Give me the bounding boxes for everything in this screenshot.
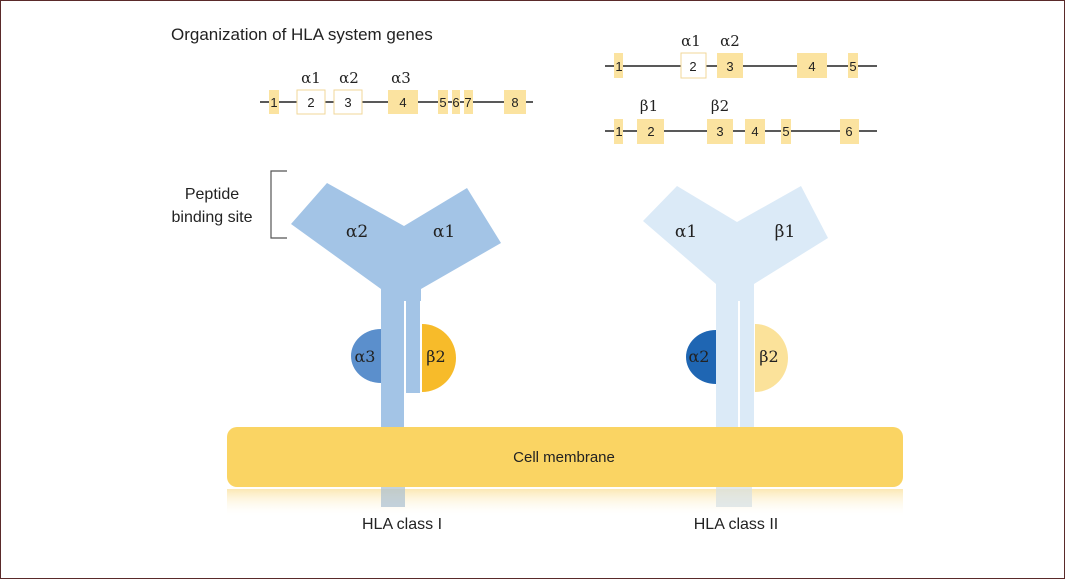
exon-number: 1	[270, 95, 277, 110]
class2-alpha-gene-map: 1 2 3 4 5 α1 α2	[605, 32, 877, 79]
membrane-reflection	[227, 489, 903, 517]
alpha2-domain	[686, 330, 716, 384]
domain-label-right: β2	[759, 347, 778, 366]
arm-label-right: β1	[775, 222, 796, 242]
domain-label-left: α2	[689, 347, 710, 366]
exon-number: 3	[344, 95, 351, 110]
class2-beta-gene-map: 1 2 3 4 5 6 β1 β2	[605, 97, 877, 144]
exon-number: 3	[716, 124, 723, 139]
domain-label: α3	[391, 69, 411, 87]
exon-box	[438, 90, 448, 114]
exon-box	[781, 119, 791, 144]
domain-label: α1	[681, 32, 701, 50]
class2-label: HLA class II	[694, 516, 778, 533]
peptide-binding-site-annotation: Peptide binding site	[172, 170, 287, 239]
exon-box	[745, 119, 765, 144]
exon-number: 7	[464, 95, 471, 110]
exon-box	[614, 53, 623, 78]
exon-number: 3	[726, 59, 733, 74]
diagram-title: Organization of HLA system genes	[171, 25, 433, 44]
exon-number: 5	[439, 95, 446, 110]
domain-label: α2	[339, 69, 359, 87]
class1-gene-map: 1 2 3 4 5 6 7 8 α1 α2 α3	[260, 69, 533, 115]
exon-box	[269, 90, 279, 114]
exon-box	[717, 53, 743, 78]
class2-alpha-chain-stem	[716, 281, 738, 431]
exon-number: 5	[782, 124, 789, 139]
class2-stem-reflection	[716, 487, 752, 507]
class1-alpha-chain-stem	[381, 281, 404, 431]
class2-beta-chain-stem	[740, 281, 754, 431]
exon-number: 1	[615, 124, 622, 139]
class2-peptide-groove	[643, 186, 828, 301]
domain-label-right: β2	[426, 347, 445, 366]
alpha3-domain	[351, 329, 381, 383]
exon-box	[637, 119, 664, 144]
domain-label: β2	[711, 97, 729, 115]
exon-box	[680, 52, 707, 79]
class1-label: HLA class I	[362, 516, 442, 533]
arm-label-right: α1	[433, 222, 455, 242]
exon-box	[797, 53, 827, 78]
exon-box	[296, 89, 326, 115]
domain-label: β1	[640, 97, 658, 115]
exon-number: 2	[307, 95, 314, 110]
exon-number: 4	[751, 124, 758, 139]
arm-label-left: α2	[346, 222, 368, 242]
exon-number: 4	[399, 95, 406, 110]
bracket	[270, 170, 287, 239]
exon-box	[707, 119, 733, 144]
class1-peptide-groove	[291, 183, 501, 301]
exon-box	[840, 119, 859, 144]
exon-box	[333, 89, 363, 115]
peptide-label-line2: binding site	[172, 209, 253, 226]
peptide-label-line1: Peptide	[185, 186, 239, 203]
arm-label-left: α1	[675, 222, 697, 242]
domain-label: α2	[720, 32, 740, 50]
exon-number: 6	[845, 124, 852, 139]
exon-box	[464, 90, 473, 114]
exon-box	[504, 90, 526, 114]
exon-number: 2	[647, 124, 654, 139]
beta2-domain	[755, 324, 788, 392]
exon-number: 1	[615, 59, 622, 74]
class1-stem-reflection	[381, 487, 405, 507]
exon-number: 2	[689, 59, 696, 74]
exon-box	[848, 53, 858, 78]
cell-membrane	[227, 427, 903, 487]
exon-number: 4	[808, 59, 815, 74]
exon-box	[388, 90, 418, 114]
membrane-label: Cell membrane	[513, 449, 615, 466]
beta2-microglobulin	[422, 324, 456, 392]
exon-number: 8	[511, 95, 518, 110]
class1-alpha-chain-stem-inner	[406, 281, 420, 393]
exon-box	[452, 90, 460, 114]
exon-number: 5	[849, 59, 856, 74]
exon-box	[614, 119, 623, 144]
hla-class1-molecule: α2 α1 α3 β2	[291, 183, 501, 431]
domain-label-left: α3	[355, 347, 376, 366]
exon-number: 6	[452, 95, 459, 110]
domain-label: α1	[301, 69, 321, 87]
hla-class2-molecule: α1 β1 α2 β2	[643, 186, 828, 431]
